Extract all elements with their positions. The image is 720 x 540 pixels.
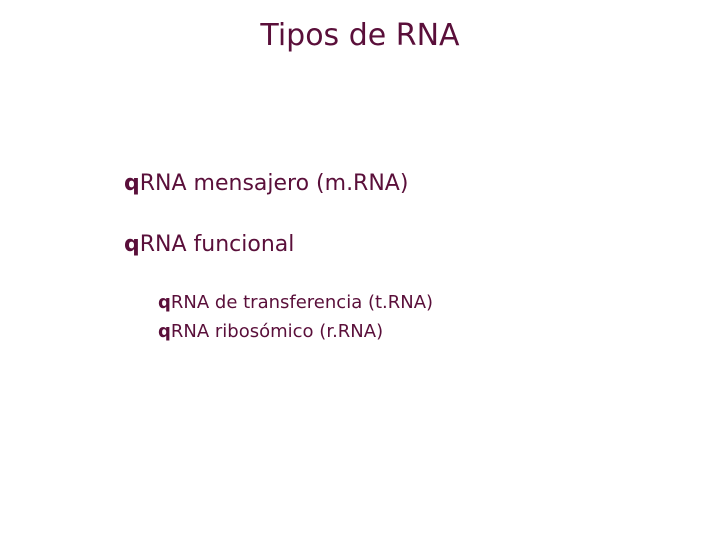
bullet-text: RNA ribosómico (r.RNA): [170, 321, 384, 342]
bullet-marker: q: [158, 292, 171, 313]
bullet-marker: q: [124, 232, 140, 257]
bullet-text: RNA funcional: [139, 232, 295, 257]
sub-bullet-item-transferencia: qRNA de transferencia (t.RNA): [158, 291, 433, 315]
bullet-text: RNA de transferencia (t.RNA): [170, 292, 434, 313]
bullet-text: RNA mensajero (m.RNA): [139, 171, 409, 196]
bullet-item-mensajero: qRNA mensajero (m.RNA): [124, 169, 408, 199]
slide-title: Tipos de RNA: [260, 18, 460, 53]
sub-bullet-item-ribosomico: qRNA ribosómico (r.RNA): [158, 320, 383, 344]
bullet-item-funcional: qRNA funcional: [124, 230, 294, 260]
bullet-marker: q: [124, 171, 140, 196]
bullet-marker: q: [158, 321, 171, 342]
